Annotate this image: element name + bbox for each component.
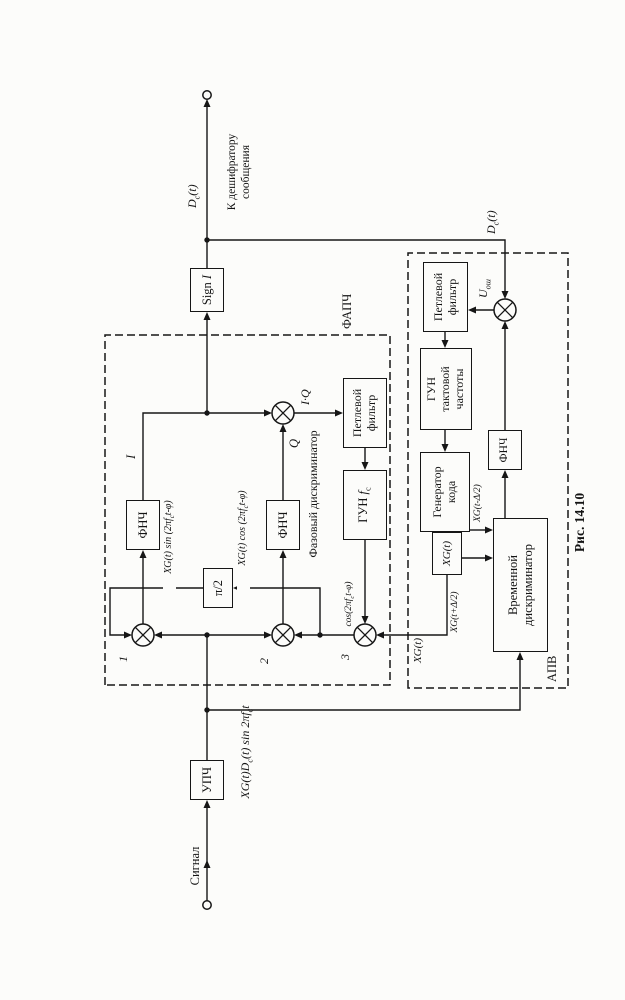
junction-dots [204, 237, 323, 713]
figure-caption: Рис. 14.10 [572, 465, 588, 580]
apv-box [407, 252, 569, 689]
loop-filter-pll-line2: фильтр [364, 394, 378, 432]
sign-detector-block: Sign I [190, 268, 224, 312]
lpf-i-block: ФНЧ [126, 500, 160, 550]
multiplier-3-icon [353, 623, 377, 647]
vco-output-label: cos(2πfct-φ) [344, 581, 356, 627]
vco-carrier-label: ГУН fc [356, 487, 373, 523]
vco-clock-line2: тактовой [438, 366, 453, 412]
ref-sin-label: XG(t) sin (2πfct-φ) [163, 452, 176, 622]
time-discriminator-block: Временной дискриминатор [493, 518, 548, 652]
phase-discriminator-box [104, 334, 391, 686]
time-discriminator-line1: Временной [506, 555, 521, 615]
multiplier-apv-icon [493, 298, 517, 322]
lpf-q-block: ФНЧ [266, 500, 300, 550]
loop-filter-apv-line2: фильтр [444, 278, 459, 316]
apv-section-title: АПВ [545, 655, 560, 682]
code-generator-block: Генератор кода [420, 452, 470, 532]
output-signal-label: Dc(t) [185, 184, 202, 208]
multiplier-iq-icon [271, 401, 295, 425]
arrowheads [124, 99, 524, 868]
multiplier-1-icon [131, 623, 155, 647]
vco-carrier-block: ГУН fc [343, 470, 387, 540]
code-late-label: XG(t-Δ/2) [473, 484, 483, 522]
multiplier-1-number: 1 [116, 656, 131, 662]
code-generator-line1: Генератор [430, 466, 445, 518]
loop-filter-apv-line1: Петлевой [430, 272, 445, 322]
multiplier-2-icon [271, 623, 295, 647]
input-signal-name: Сигнал [188, 836, 203, 896]
phase-shifter-block: π/2 [203, 568, 233, 608]
pll-section-title: ФАПЧ [340, 293, 355, 329]
code-output-block: XG(t) [432, 532, 462, 575]
quadrature-label: Q [287, 438, 302, 448]
vco-clock-block: ГУН тактовой частоты [420, 348, 472, 430]
multiplier-3-number: 3 [338, 654, 353, 660]
input-terminal [202, 900, 212, 910]
vco-clock-line1: ГУН [424, 376, 439, 402]
wires [109, 107, 521, 901]
output-destination-line2: сообщения [240, 145, 253, 200]
time-discriminator-line2: дискриминатор [520, 544, 535, 626]
lpf-q-label: ФНЧ [275, 511, 290, 539]
code-punctual-label: XG(t) [412, 638, 424, 684]
input-signal-formula: XG(t)Dc(t) sin 2πfct [238, 705, 255, 799]
lpf-apv-block: ФНЧ [488, 430, 522, 470]
multiplier-2-number: 2 [257, 658, 272, 664]
code-output-label: XG(t) [440, 540, 453, 567]
code-generator-line2: кода [444, 480, 458, 504]
ref-cos-label: XG(t) cos (2πfct-φ) [237, 428, 250, 628]
loop-filter-apv-block: Петлевой фильтр [423, 262, 468, 332]
output-destination-line1: К дешифратору [226, 133, 238, 211]
phase-shifter-label: π/2 [210, 579, 225, 597]
vco-clock-line3: частоты [451, 368, 466, 410]
sign-detector-label: Sign I [199, 274, 214, 306]
in-phase-label: I [124, 454, 139, 459]
loop-filter-pll-line1: Петлевой [350, 388, 365, 438]
output-destination-label: К дешифратору сообщения [225, 116, 254, 228]
output-terminal [202, 90, 212, 100]
code-early-label: XG(t+Δ/2) [450, 580, 460, 644]
loop-filter-pll-block: Петлевой фильтр [343, 378, 387, 448]
dc-feedback-label: Dc(t) [484, 210, 501, 234]
phase-discriminator-title: Фазовый дискриминатор [306, 416, 321, 572]
error-voltage-label: Uош [476, 279, 493, 298]
if-amplifier-block: УПЧ [190, 760, 224, 800]
lpf-i-label: ФНЧ [135, 511, 150, 539]
lpf-apv-label: ФНЧ [498, 437, 511, 463]
if-amplifier-label: УПЧ [199, 767, 214, 794]
product-iq-label: I·Q [298, 389, 313, 405]
